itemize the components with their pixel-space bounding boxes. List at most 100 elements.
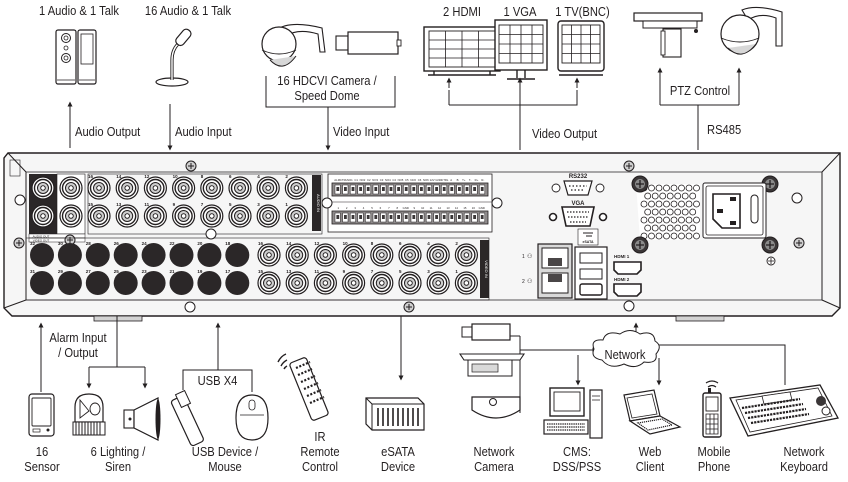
audio-in-port[interactable]: 9 bbox=[171, 202, 196, 228]
port-number: 3 bbox=[427, 269, 430, 274]
port-number: 6 bbox=[229, 174, 232, 179]
audio-in-port[interactable]: 14 bbox=[115, 174, 139, 200]
video-in-port[interactable]: 1 bbox=[454, 269, 479, 295]
tv-monitor-label: 1 TV(BNC) bbox=[555, 4, 610, 19]
alarm-terminal-label: NO4 bbox=[385, 178, 391, 182]
mobile-phone-icon bbox=[702, 380, 722, 438]
audio-in-port[interactable]: 13 bbox=[115, 202, 139, 228]
audio-in-port[interactable]: 3 bbox=[256, 202, 280, 228]
video-output-link-label: Video Output bbox=[532, 126, 598, 141]
svg-text:29: 29 bbox=[58, 269, 64, 274]
alarm-terminal-label: 5 bbox=[371, 206, 373, 210]
audio-in-port[interactable]: 6 bbox=[228, 174, 252, 200]
video-in-port[interactable]: 13 bbox=[285, 269, 309, 295]
hdmi-port-1[interactable]: HDMI 1 bbox=[613, 254, 642, 275]
svg-text:21: 21 bbox=[170, 269, 176, 274]
alarm-terminal-label: NO2 bbox=[360, 178, 366, 182]
video-in-port[interactable]: 8 bbox=[370, 241, 394, 267]
laptop-icon bbox=[623, 389, 682, 435]
audio-in-port[interactable]: 10 bbox=[171, 174, 196, 200]
port-number: 8 bbox=[371, 241, 374, 246]
video-in-port[interactable]: 11 bbox=[313, 269, 338, 295]
video-in-blank-port: 21 bbox=[169, 269, 194, 295]
panel-hole bbox=[491, 197, 503, 209]
port-number: 11 bbox=[144, 202, 149, 207]
port-number: 7 bbox=[371, 269, 374, 274]
panel-hole bbox=[321, 197, 333, 209]
alarm-terminal-label: C1 bbox=[354, 178, 358, 182]
audio-in-port[interactable]: 5 bbox=[228, 202, 252, 228]
audio-in-port[interactable]: 4 bbox=[256, 174, 280, 200]
audio-in-port[interactable]: 7 bbox=[200, 202, 224, 228]
alarm-terminal-label: 7 bbox=[388, 206, 390, 210]
port-number: 14 bbox=[116, 174, 122, 179]
video-in-port[interactable]: 10 bbox=[341, 241, 366, 267]
screw-icon bbox=[13, 237, 25, 249]
video-in-port[interactable]: 3 bbox=[426, 269, 450, 295]
port-number: 9 bbox=[173, 202, 176, 207]
audio-in-port[interactable]: 16 bbox=[87, 174, 111, 200]
svg-text:⚇: ⚇ bbox=[527, 278, 532, 285]
microphone-icon bbox=[155, 28, 192, 87]
video-in-port[interactable]: 6 bbox=[398, 241, 422, 267]
lan-port-2[interactable]: 2 ⚇ bbox=[522, 272, 569, 294]
port-number: 2 bbox=[285, 174, 288, 179]
port-number: 12 bbox=[144, 174, 150, 179]
svg-text:⚇: ⚇ bbox=[527, 253, 532, 260]
video-in-port[interactable]: 14 bbox=[285, 241, 309, 267]
hdmi-port-2[interactable]: HDMI 2 bbox=[613, 277, 642, 297]
audio-in-port[interactable]: 1 bbox=[284, 202, 309, 228]
svg-text:22: 22 bbox=[170, 241, 176, 246]
alarm-terminal-label: 12V bbox=[430, 178, 435, 182]
usb-link-label: USB X4 bbox=[197, 373, 238, 388]
svg-text:32: 32 bbox=[30, 241, 36, 246]
video-in-blank-port: 18 bbox=[225, 241, 250, 267]
video-in-port[interactable]: 4 bbox=[426, 241, 450, 267]
network-camera-label: Network Camera bbox=[473, 444, 515, 474]
top-connection-lines bbox=[67, 67, 742, 151]
svg-text:RS232: RS232 bbox=[569, 174, 588, 180]
video-in-port[interactable]: 9 bbox=[341, 269, 366, 295]
alarm-terminal-label: 11 bbox=[430, 206, 433, 210]
svg-text:VIDEO IN: VIDEO IN bbox=[484, 260, 489, 278]
esata-port[interactable]: eSATA bbox=[577, 228, 599, 246]
svg-text:2: 2 bbox=[522, 279, 525, 285]
video-in-blank-port: 31 bbox=[30, 269, 54, 295]
audio-in-port[interactable]: 2 bbox=[284, 174, 309, 200]
usb-stick-icon bbox=[170, 389, 204, 447]
network-link-label: Network bbox=[604, 347, 646, 362]
video-in-port[interactable]: 12 bbox=[313, 241, 338, 267]
video-in-port[interactable]: 2 bbox=[454, 241, 479, 267]
audio-in-port[interactable]: 12 bbox=[143, 174, 168, 200]
rs232-port[interactable]: RS232 bbox=[551, 174, 605, 196]
video-in-port[interactable]: 15 bbox=[257, 269, 281, 295]
alarm-terminal-label: 1 bbox=[337, 206, 339, 210]
screw-icon bbox=[403, 301, 415, 313]
audio-in-port[interactable]: 11 bbox=[143, 202, 168, 228]
ir-remote-icon bbox=[277, 353, 329, 421]
alarm-terminal-label: 9 bbox=[413, 206, 415, 210]
web-client-label: Web Client bbox=[635, 444, 665, 474]
audio-in-port[interactable]: 8 bbox=[200, 174, 224, 200]
video-in-port[interactable]: 5 bbox=[398, 269, 422, 295]
video-in-port[interactable]: 7 bbox=[370, 269, 394, 295]
tv-monitor-icon bbox=[557, 20, 605, 76]
port-number: 15 bbox=[88, 202, 94, 207]
vga-port[interactable]: VGA bbox=[548, 201, 608, 227]
alarm-terminal-label: 8 bbox=[397, 206, 399, 210]
video-in-blank-port: 30 bbox=[57, 241, 82, 267]
port-number: 3 bbox=[257, 202, 260, 207]
audio-in-port[interactable]: 15 bbox=[87, 202, 111, 228]
video-in-blank-port: 25 bbox=[113, 269, 138, 295]
port-number: 12 bbox=[314, 241, 320, 246]
port-number: 16 bbox=[88, 174, 94, 179]
power-inlet[interactable] bbox=[702, 182, 767, 239]
video-in-blank-port: 26 bbox=[113, 241, 138, 267]
usb-ports[interactable] bbox=[574, 246, 608, 300]
alarm-terminal-label: GND bbox=[435, 178, 441, 182]
video-in-port[interactable]: 16 bbox=[257, 241, 281, 267]
svg-text:1: 1 bbox=[522, 254, 525, 260]
ir-remote-label: IR Remote Control bbox=[300, 429, 340, 474]
